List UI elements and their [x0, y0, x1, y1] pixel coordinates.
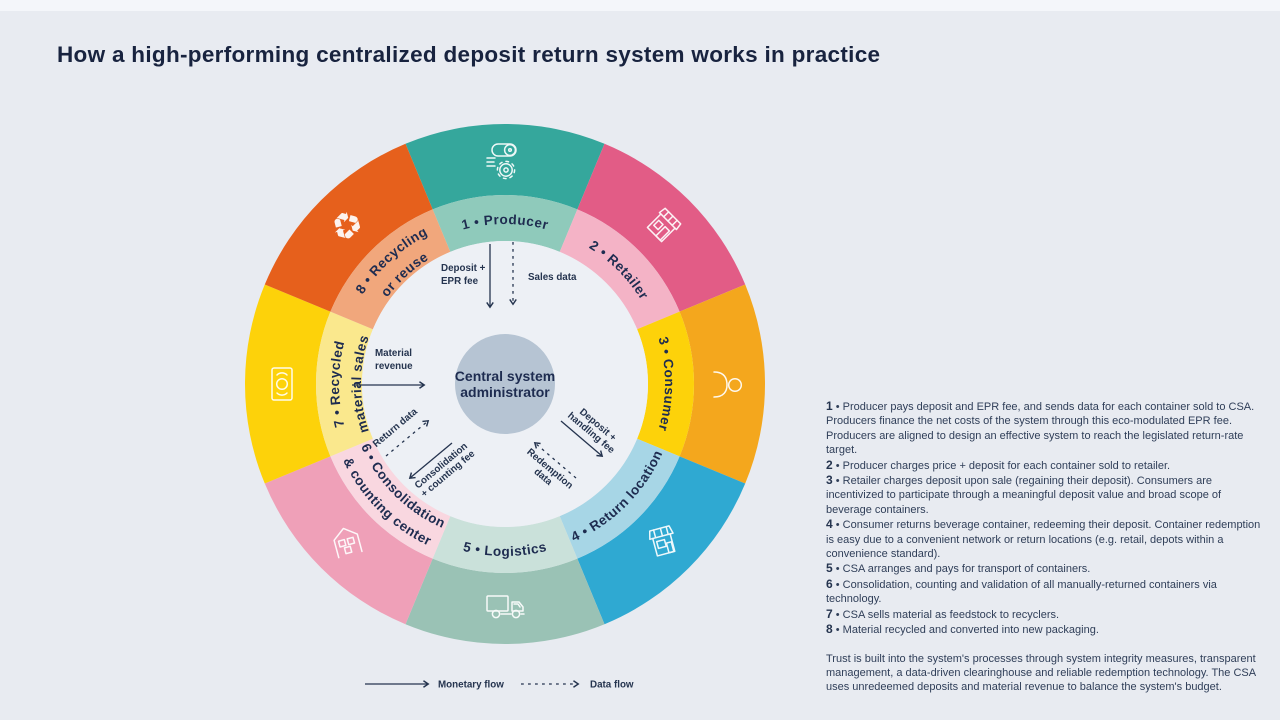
segment-retailer-inner — [559, 209, 680, 330]
factory-conveyor-icon — [486, 143, 517, 180]
central-system-administrator-circle — [455, 334, 555, 434]
segment-return-location-inner — [559, 438, 680, 559]
flow-consolidation-fee-arrow — [408, 442, 453, 479]
explanation-item-8: 8 • Material recycled and converted into… — [826, 622, 1099, 637]
segment-consolidation-outer — [264, 456, 433, 625]
segment-retailer — [559, 143, 746, 330]
flow-deposit-epr: Deposit + EPR fee — [441, 244, 494, 309]
flow-deposit-epr-label-line2: EPR fee — [441, 276, 479, 287]
flow-material-revenue: Material revenue — [352, 348, 426, 389]
explanation-item-4: 4 • Consumer returns beverage container,… — [826, 517, 1261, 561]
segment-recycling-inner — [330, 209, 451, 330]
segment-producer-outer — [405, 123, 605, 210]
flow-return-data-arrow — [385, 420, 430, 457]
segment-recycling — [264, 143, 451, 330]
segment-consumer-outer — [679, 284, 766, 484]
segment-producer-inner — [432, 195, 578, 252]
storefront-icon — [646, 207, 682, 243]
banknote-icon — [271, 367, 293, 401]
truck-icon — [486, 595, 525, 619]
explanation-item-3: 3 • Retailer charges deposit upon sale (… — [826, 473, 1222, 516]
explanation-footer: Trust is built into the system's process… — [826, 652, 1256, 694]
explanation-item-5: 5 • CSA arranges and pays for transport … — [826, 561, 1091, 576]
deposit-return-cycle-diagram: Central system administrator 1 • Produce… — [225, 104, 785, 704]
explanation-panel: 1 • Producer pays deposit and EPR fee, a… — [826, 399, 1262, 695]
center-label-line2: administrator — [460, 384, 550, 400]
legend: Monetary flow Data flow — [365, 680, 634, 691]
page-title: How a high-performing centralized deposi… — [57, 42, 881, 67]
cycle-svg: Central system administrator 1 • Produce… — [244, 123, 766, 691]
warehouse-icon — [333, 527, 363, 559]
explanation-item-6: 6 • Consolidation, counting and validati… — [826, 576, 1217, 606]
segment-consolidation-inner — [330, 438, 451, 559]
flow-sales-data: Sales data — [509, 242, 577, 306]
explanation-item-7: 7 • CSA sells material as feedstock to r… — [826, 606, 1060, 621]
segment-recycling-outer — [264, 143, 433, 312]
explanation-item-1: 1 • Producer pays deposit and EPR fee, a… — [826, 399, 1255, 457]
center-label-line1: Central system — [455, 368, 555, 384]
person-icon — [713, 371, 743, 398]
flow-deposit-epr-label-line1: Deposit + — [441, 263, 486, 274]
flow-material-revenue-label-line2: revenue — [375, 361, 413, 372]
flow-material-revenue-label-line1: Material — [375, 348, 412, 359]
legend-data-label: Data flow — [590, 680, 634, 691]
flow-redemption-data-arrow — [533, 442, 577, 479]
explanation-item-2: 2 • Producer charges price + deposit for… — [826, 457, 1171, 472]
segment-retailer-outer — [577, 143, 746, 312]
segment-logistics — [405, 516, 605, 645]
segment-label-recycled-sales-line2: material sales — [349, 333, 372, 435]
segment-label-consumer: 3 • Consumer — [655, 335, 677, 433]
flow-deposit-handling-arrow — [560, 420, 604, 457]
legend-monetary-label: Monetary flow — [438, 680, 504, 691]
segment-logistics-outer — [405, 558, 605, 645]
segment-recycled-material-sales-inner — [316, 311, 373, 457]
segment-consumer-inner — [637, 311, 694, 457]
segment-consumer — [637, 284, 766, 484]
segment-producer — [405, 123, 605, 252]
segment-logistics-inner — [432, 516, 578, 573]
flow-sales-data-label: Sales data — [528, 272, 577, 283]
segment-consolidation — [264, 438, 451, 625]
segment-label-logistics: 5 • Logistics — [462, 539, 548, 559]
return-kiosk-icon — [648, 525, 676, 557]
segment-label-producer: 1 • Producer — [460, 212, 550, 233]
top-strip — [0, 0, 1280, 11]
